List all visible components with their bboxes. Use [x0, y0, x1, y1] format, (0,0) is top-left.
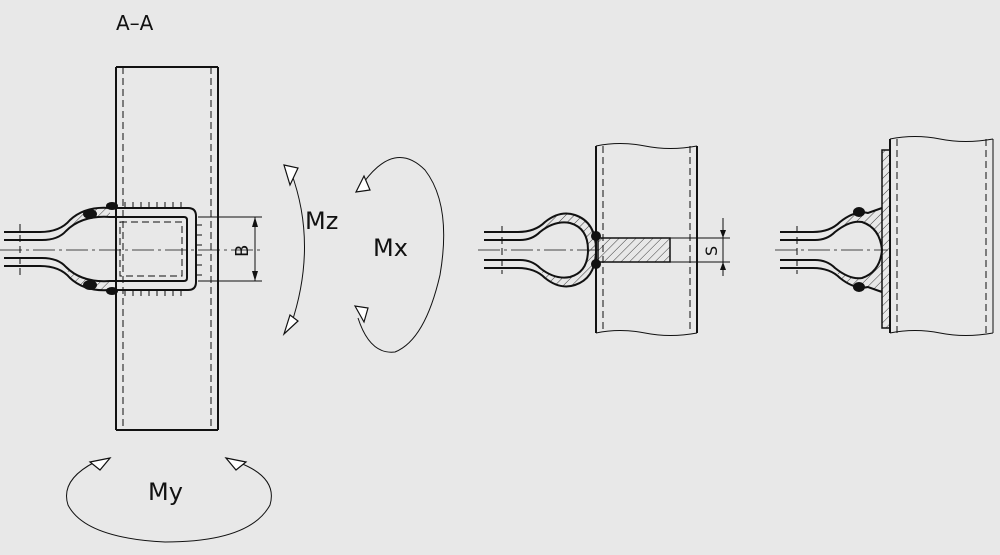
moment-my-arrow [66, 457, 272, 543]
view-plate-connection: S [478, 143, 730, 336]
section-label: A–A [116, 11, 154, 35]
view-section-a-a: A–A [0, 11, 445, 543]
dimension-b-label: B [232, 245, 253, 257]
view-flange-connection [775, 136, 994, 336]
clamp-profile-left [0, 202, 260, 296]
moment-mx-arrow [353, 157, 445, 353]
vertical-tube [115, 66, 219, 431]
dimension-s-label: S [702, 246, 721, 256]
moment-mx-label: Mx [373, 234, 408, 262]
dimension-b: B [198, 216, 262, 282]
moment-mz-arrow [282, 164, 305, 336]
dimension-s: S [702, 218, 726, 276]
moment-mz-label: Mz [305, 207, 338, 235]
right-tube [889, 136, 994, 336]
moment-my-label: My [148, 478, 183, 506]
